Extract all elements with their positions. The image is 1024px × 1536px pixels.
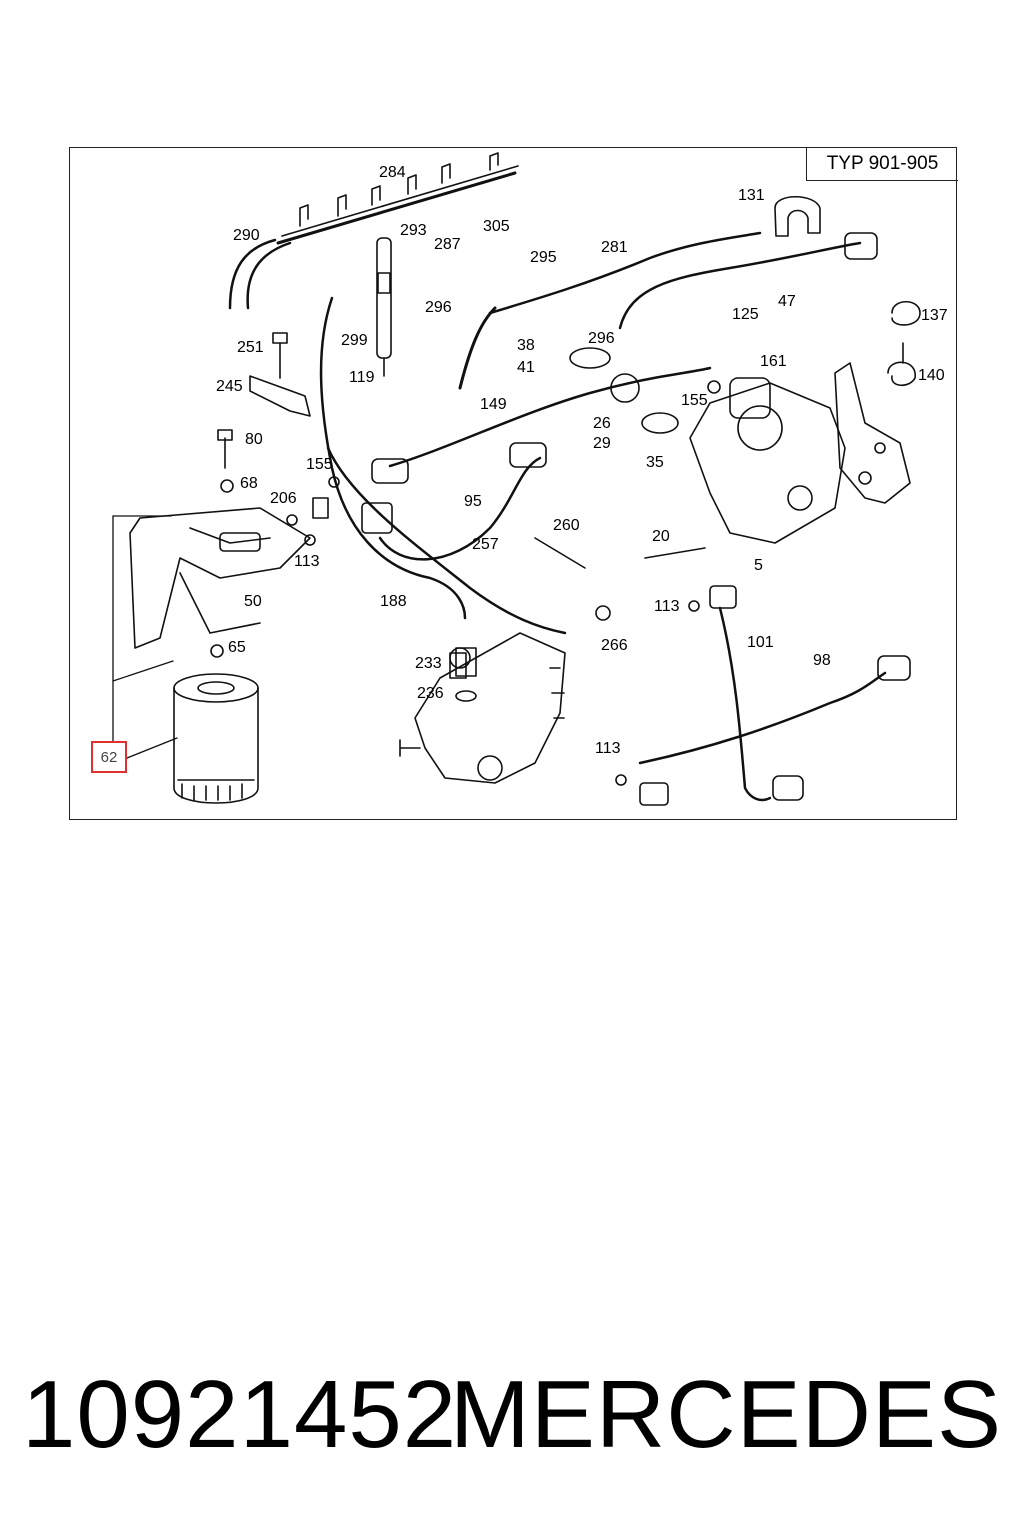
callout-113-c[interactable]: 113: [595, 740, 621, 757]
callout-131[interactable]: 131: [738, 187, 765, 204]
filter-housing: [129, 507, 311, 649]
callout-41[interactable]: 41: [517, 359, 535, 376]
fuel-filter-cartridge: [173, 673, 259, 804]
fuel-line-188: [319, 296, 467, 620]
callout-266[interactable]: 266: [601, 637, 628, 654]
callout-20[interactable]: 20: [652, 528, 670, 545]
callout-296[interactable]: 296: [425, 299, 452, 316]
callout-155-a[interactable]: 155: [681, 392, 708, 409]
callout-29[interactable]: 29: [593, 435, 611, 452]
fuel-line-101: [718, 606, 772, 802]
callout-47[interactable]: 47: [778, 293, 796, 310]
callout-113-a[interactable]: 113: [294, 553, 320, 570]
model-type-label: TYP 901-905: [806, 148, 958, 181]
callout-5[interactable]: 5: [754, 557, 763, 574]
fuel-line-281: [488, 231, 762, 315]
parts-diagram: TYP 901-905 284 290 293 287 305 295 281 …: [69, 147, 958, 820]
callout-260[interactable]: 260: [553, 517, 580, 534]
clip-137: [891, 300, 921, 326]
callout-236[interactable]: 236: [417, 685, 444, 702]
callout-287[interactable]: 287: [434, 236, 461, 253]
callout-119[interactable]: 119: [349, 369, 375, 386]
fuel-line-257: [326, 446, 567, 635]
callout-295[interactable]: 295: [530, 249, 557, 266]
brand-name: MERCEDES: [449, 1361, 1002, 1468]
callout-101[interactable]: 101: [747, 634, 774, 651]
callout-257[interactable]: 257: [472, 536, 499, 553]
fuel-line-95: [378, 456, 542, 561]
mounting-bracket-right: [834, 362, 911, 504]
injector-rail: [276, 152, 519, 245]
footer: 10921452 MERCEDES: [0, 1360, 1024, 1470]
callout-95[interactable]: 95: [464, 493, 482, 510]
callout-155-b[interactable]: 155: [306, 456, 333, 473]
callout-290[interactable]: 290: [233, 227, 260, 244]
clip-140: [887, 361, 916, 387]
callout-284[interactable]: 284: [379, 164, 406, 181]
callout-113-b[interactable]: 113: [654, 598, 680, 615]
fuel-line-98: [638, 671, 887, 765]
callout-251[interactable]: 251: [237, 339, 264, 356]
callout-98[interactable]: 98: [813, 652, 831, 669]
part-number: 10921452: [22, 1361, 458, 1468]
callout-149[interactable]: 149: [480, 396, 507, 413]
callout-188[interactable]: 188: [380, 593, 407, 610]
fuel-line-47: [618, 241, 862, 330]
callout-299[interactable]: 299: [341, 332, 368, 349]
clip-131: [774, 196, 821, 237]
callout-281[interactable]: 281: [601, 239, 628, 256]
callout-38[interactable]: 38: [517, 337, 535, 354]
fuel-pump-housing: [689, 377, 846, 544]
callout-245[interactable]: 245: [216, 378, 243, 395]
return-hose: [228, 238, 277, 310]
callout-26[interactable]: 26: [593, 415, 611, 432]
injector-nozzle: [376, 237, 392, 377]
callout-65[interactable]: 65: [228, 639, 246, 656]
callout-137[interactable]: 137: [921, 307, 948, 324]
bracket-245: [249, 375, 311, 417]
callout-233[interactable]: 233: [415, 655, 442, 672]
callout-68[interactable]: 68: [240, 475, 258, 492]
fuel-line-149: [388, 366, 712, 468]
callout-50[interactable]: 50: [244, 593, 262, 610]
injection-pump: [399, 632, 566, 784]
callout-125[interactable]: 125: [732, 306, 759, 323]
callout-35[interactable]: 35: [646, 454, 664, 471]
callout-161[interactable]: 161: [760, 353, 787, 370]
callout-206[interactable]: 206: [270, 490, 297, 507]
callout-296-b[interactable]: 296: [588, 330, 615, 347]
callout-293[interactable]: 293: [400, 222, 427, 239]
callout-140[interactable]: 140: [918, 367, 945, 384]
exploded-view-drawing: [112, 152, 921, 806]
callout-80[interactable]: 80: [245, 431, 263, 448]
callout-305[interactable]: 305: [483, 218, 510, 235]
highlighted-callout-62[interactable]: 62: [91, 741, 127, 773]
